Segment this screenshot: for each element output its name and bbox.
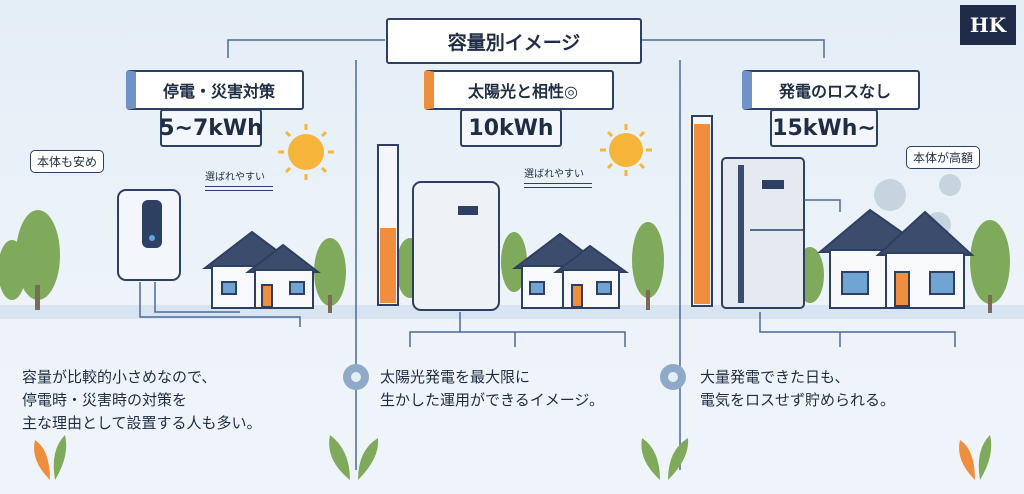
capacity-label: 5~7kWh <box>159 109 263 147</box>
note-text: 選ばれやすい <box>524 169 584 180</box>
panel-header: 停電・災害対策 <box>126 70 304 110</box>
house-illustration <box>202 230 321 309</box>
desc-line: 生かした運用ができるイメージ。 <box>380 391 604 409</box>
desc-line: 停電時・災害時の対策を <box>22 391 188 409</box>
panel-header-text: 太陽光と相性◎ <box>468 82 578 101</box>
panel-header-text: 停電・災害対策 <box>162 82 275 101</box>
logo-text: HK <box>969 13 1007 37</box>
panel-header-text: 発電のロスなし <box>778 82 891 101</box>
page-title: 容量別イメージ <box>386 18 642 64</box>
callout: 本体も安め <box>30 150 105 173</box>
note: 選ばれやすい <box>205 168 273 191</box>
panel-header: 太陽光と相性◎ <box>424 70 614 110</box>
capacity-label: 10kWh <box>460 109 562 147</box>
plant-illustration <box>34 435 992 480</box>
desc-line: 電気をロスせず貯められる。 <box>700 391 896 409</box>
capacity-label: 15kWh~ <box>770 109 878 147</box>
desc-line: 大量発電できた日も、 <box>700 368 850 386</box>
desc-line: 容量が比較的小さめなので、 <box>22 368 217 386</box>
desc-line: 太陽光発電を最大限に <box>380 368 531 386</box>
callout: 本体が高額 <box>906 146 981 169</box>
battery-unit-medium <box>409 181 626 347</box>
capacity-text: 10kWh <box>468 115 554 141</box>
sun-icon <box>278 124 334 180</box>
sun-icon <box>600 124 652 176</box>
capacity-text: 5~7kWh <box>159 115 263 141</box>
gear-icon <box>343 364 686 390</box>
brand-logo: HK <box>960 5 1016 45</box>
panel-description: 容量が比較的小さめなので、 停電時・災害時の対策を 主な理由として設置する人も多… <box>22 366 262 435</box>
panel-header: 発電のロスなし <box>742 70 920 110</box>
battery-unit-small <box>117 189 301 327</box>
panel-description: 大量発電できた日も、 電気をロスせず貯められる。 <box>700 366 895 412</box>
battery-unit-large <box>721 157 956 347</box>
note-text: 選ばれやすい <box>205 172 265 183</box>
house-illustration <box>512 232 630 309</box>
desc-line: 主な理由として設置する人も多い。 <box>22 414 262 432</box>
capacity-text: 15kWh~ <box>772 115 876 141</box>
note: 選ばれやすい <box>524 165 592 188</box>
panel-description: 太陽光発電を最大限に 生かした運用ができるイメージ。 <box>380 366 604 412</box>
house-illustration <box>817 208 975 309</box>
capacity-gauge <box>691 115 713 307</box>
page-title-text: 容量別イメージ <box>447 31 581 54</box>
capacity-gauge <box>377 144 399 306</box>
callout-text: 本体も安め <box>37 155 98 169</box>
callout-text: 本体が高額 <box>913 151 974 165</box>
